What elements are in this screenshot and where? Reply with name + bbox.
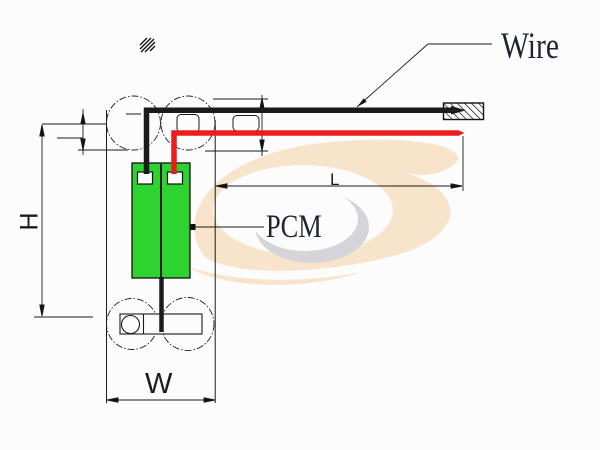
arrow-h-bottom xyxy=(39,304,45,317)
leader-lines xyxy=(189,43,492,230)
wire-leader-arrow xyxy=(357,98,367,107)
dimension-h-label: H xyxy=(15,212,44,231)
dimension-lines xyxy=(39,95,463,403)
arrow-tl-top xyxy=(80,112,86,125)
tab-hole xyxy=(120,314,141,335)
hatch-mark-symbol xyxy=(139,37,156,53)
arrow-cd-bottom xyxy=(259,139,265,152)
right-cell-terminal xyxy=(176,114,200,133)
arrow-w-left xyxy=(106,397,119,403)
wires xyxy=(143,106,466,174)
watermark-gray-ring-hole xyxy=(252,187,358,251)
dimension-top-left xyxy=(80,109,86,155)
dimension-cell-diameter xyxy=(259,95,265,156)
dimension-w-label: W xyxy=(145,368,173,400)
red-wire-tip xyxy=(458,130,465,136)
red-wire xyxy=(171,130,459,174)
extension-lines xyxy=(34,98,464,318)
arrow-cd-top xyxy=(259,97,265,110)
watermark-tail xyxy=(186,266,362,285)
bottom-tab xyxy=(119,277,203,335)
pcm-label: PCM xyxy=(266,209,322,245)
side-terminal xyxy=(232,115,260,132)
dimension-l xyxy=(215,183,463,189)
black-wire xyxy=(143,107,452,174)
watermark-logo xyxy=(186,139,459,285)
black-wire-tip xyxy=(451,106,466,115)
pcm-leader-dot xyxy=(189,224,196,230)
arrow-tl-bottom xyxy=(80,138,86,151)
pcm-board xyxy=(131,162,191,279)
dimension-h xyxy=(39,124,45,317)
pack-outline xyxy=(106,110,216,403)
cell-bottom-right-circle xyxy=(160,297,215,351)
terminal-caps xyxy=(126,113,260,133)
dimension-w xyxy=(106,397,216,403)
arrow-h-top xyxy=(39,124,45,137)
wire-label: Wire xyxy=(501,26,559,67)
arrow-w-right xyxy=(203,397,216,403)
cell-top-left-circle xyxy=(106,95,161,151)
arrow-l-left xyxy=(215,183,228,189)
dimension-l-label: L xyxy=(330,170,340,189)
wire-leader-line xyxy=(356,43,492,108)
arrow-l-right xyxy=(450,183,463,189)
